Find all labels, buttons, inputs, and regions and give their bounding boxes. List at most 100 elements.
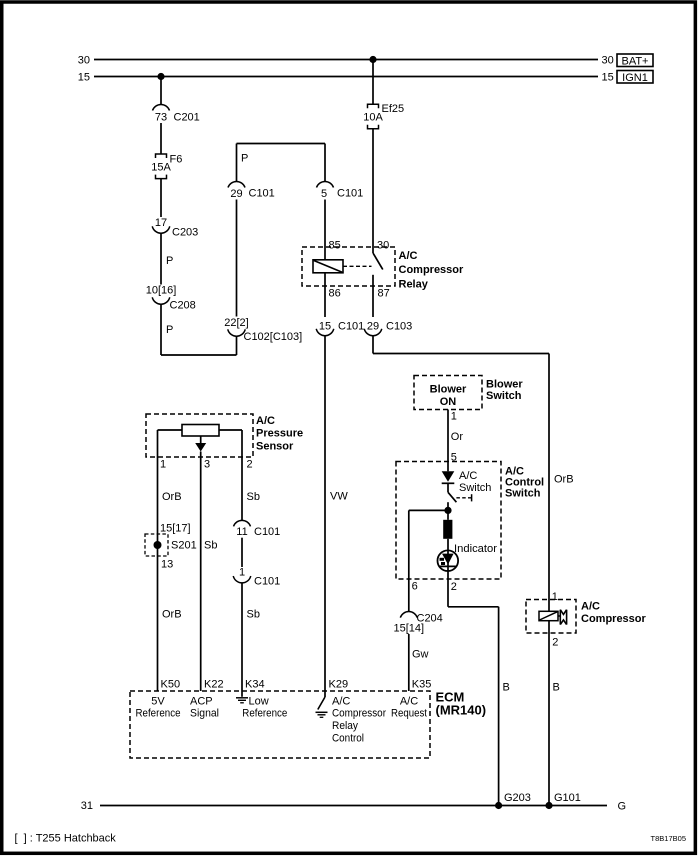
svg-text:30: 30 <box>78 55 90 67</box>
svg-text:P: P <box>166 255 173 267</box>
svg-text:2: 2 <box>552 636 558 648</box>
svg-text:Ef25: Ef25 <box>382 103 405 115</box>
svg-text:Sb: Sb <box>247 609 260 621</box>
svg-text:Gw: Gw <box>412 649 429 661</box>
svg-text:13: 13 <box>161 559 173 571</box>
svg-text:VW: VW <box>330 491 348 503</box>
svg-text:86: 86 <box>329 287 341 299</box>
svg-text:5: 5 <box>451 452 457 464</box>
svg-text:ON: ON <box>440 396 457 408</box>
svg-text:Relay: Relay <box>332 720 358 732</box>
svg-text:ECM: ECM <box>436 690 465 705</box>
svg-text:G: G <box>618 801 627 813</box>
svg-text:A/C: A/C <box>400 695 418 707</box>
svg-text:Request: Request <box>391 708 427 720</box>
svg-text:Compressor: Compressor <box>399 264 465 276</box>
svg-text:OrB: OrB <box>162 491 182 503</box>
svg-text:15: 15 <box>78 72 90 84</box>
svg-text:85: 85 <box>329 239 341 251</box>
svg-text:30: 30 <box>602 55 614 67</box>
svg-text:Compressor: Compressor <box>332 708 386 720</box>
svg-text:Reference: Reference <box>136 708 181 720</box>
svg-text:Signal: Signal <box>190 708 219 720</box>
svg-text:Indicator: Indicator <box>454 543 497 555</box>
svg-text:11: 11 <box>236 526 247 538</box>
svg-text:Switch: Switch <box>486 390 522 402</box>
svg-text:K29: K29 <box>329 678 349 690</box>
svg-text:Low: Low <box>249 695 269 707</box>
svg-text:B: B <box>503 681 510 693</box>
svg-text:6: 6 <box>412 580 418 592</box>
svg-text:Control: Control <box>332 733 364 745</box>
svg-text:1: 1 <box>239 567 245 579</box>
svg-text:Pressure: Pressure <box>256 428 303 440</box>
svg-text:Or: Or <box>451 431 464 443</box>
svg-text:C101: C101 <box>254 576 280 588</box>
svg-text:2: 2 <box>247 459 253 471</box>
svg-text:15A: 15A <box>151 161 171 173</box>
svg-text:Switch: Switch <box>505 488 541 500</box>
svg-text:C208: C208 <box>170 300 196 312</box>
svg-text:Sb: Sb <box>204 540 217 552</box>
svg-text:ACP: ACP <box>190 695 213 707</box>
svg-text:Switch: Switch <box>459 482 491 494</box>
svg-text:C101: C101 <box>249 188 275 200</box>
svg-text:15[17]: 15[17] <box>160 522 191 534</box>
svg-text:K34: K34 <box>245 678 265 690</box>
svg-text:C203: C203 <box>172 227 198 239</box>
svg-text:OrB: OrB <box>554 474 574 486</box>
svg-text:A/C: A/C <box>256 415 275 427</box>
svg-text:A/C: A/C <box>459 470 477 482</box>
svg-text:G203: G203 <box>504 792 531 804</box>
svg-text:[ ] : T255 Hatchback: [ ] : T255 Hatchback <box>15 832 117 844</box>
svg-text:A/C: A/C <box>332 695 350 707</box>
svg-text:K35: K35 <box>412 678 432 690</box>
svg-text:Relay: Relay <box>399 278 429 290</box>
svg-text:22[2]: 22[2] <box>224 317 248 329</box>
svg-text:29: 29 <box>230 188 242 200</box>
svg-text:C102[C103]: C102[C103] <box>244 331 303 343</box>
svg-text:BAT+: BAT+ <box>621 55 648 67</box>
svg-text:17: 17 <box>155 217 167 229</box>
svg-text:A/C: A/C <box>505 466 524 478</box>
svg-text:Control: Control <box>505 477 544 489</box>
svg-text:5: 5 <box>321 188 327 200</box>
svg-text:(MR140): (MR140) <box>436 702 487 717</box>
svg-text:K22: K22 <box>204 678 224 690</box>
svg-text:C103: C103 <box>386 321 412 333</box>
svg-text:C201: C201 <box>174 112 200 124</box>
svg-text:Reference: Reference <box>242 708 287 720</box>
svg-text:30: 30 <box>377 239 389 251</box>
svg-text:1: 1 <box>160 459 166 471</box>
svg-text:Compressor: Compressor <box>581 613 647 625</box>
svg-text:IGN1: IGN1 <box>622 72 648 84</box>
svg-text:Blower: Blower <box>486 378 523 390</box>
svg-text:P: P <box>166 324 173 336</box>
svg-text:G101: G101 <box>554 792 581 804</box>
svg-text:A/C: A/C <box>399 250 418 262</box>
svg-text:F6: F6 <box>170 153 183 165</box>
svg-text:C101: C101 <box>254 526 280 538</box>
svg-text:T8B17B05: T8B17B05 <box>651 834 686 843</box>
svg-text:C101: C101 <box>338 321 364 333</box>
svg-text:73: 73 <box>155 112 167 124</box>
svg-text:10A: 10A <box>363 111 383 123</box>
svg-text:Sb: Sb <box>247 491 260 503</box>
svg-text:31: 31 <box>81 800 93 812</box>
svg-text:29: 29 <box>367 321 379 333</box>
svg-text:Blower: Blower <box>430 384 467 396</box>
svg-text:10[16]: 10[16] <box>146 285 177 297</box>
svg-text:A/C: A/C <box>581 600 600 612</box>
svg-text:15[14]: 15[14] <box>394 623 425 635</box>
svg-text:15: 15 <box>319 321 331 333</box>
svg-text:5V: 5V <box>151 695 165 707</box>
svg-text:C101: C101 <box>337 188 363 200</box>
svg-text:1: 1 <box>451 411 457 423</box>
svg-text:S201: S201 <box>171 540 197 552</box>
svg-text:Sensor: Sensor <box>256 440 294 452</box>
svg-text:K50: K50 <box>161 678 181 690</box>
svg-text:15: 15 <box>602 72 614 84</box>
svg-text:B: B <box>553 681 560 693</box>
svg-text:C204: C204 <box>417 612 443 624</box>
svg-text:OrB: OrB <box>162 609 182 621</box>
